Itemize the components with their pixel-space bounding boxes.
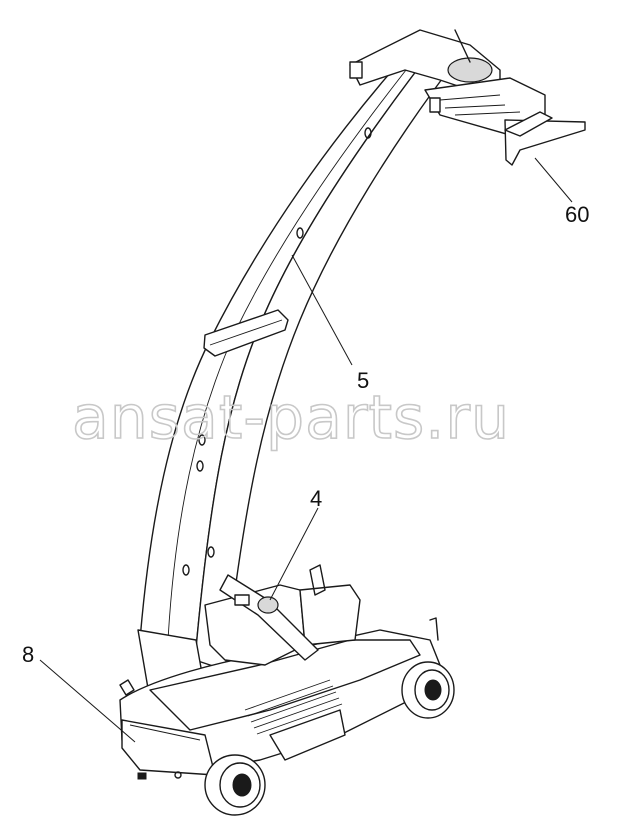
- callout-60: 60: [565, 202, 589, 227]
- rear-wheel: [401, 661, 455, 719]
- callout-5: 5: [357, 368, 369, 393]
- chassis: [119, 564, 441, 780]
- leader-lines: [39, 157, 573, 743]
- watermark-text: ansat-parts.ru: [72, 383, 510, 453]
- callout-labels: 60 5 4 8: [22, 202, 589, 667]
- spreader-attachment: [349, 29, 586, 166]
- callout-8: 8: [22, 642, 34, 667]
- callout-4: 4: [310, 486, 322, 511]
- front-wheel: [204, 754, 266, 816]
